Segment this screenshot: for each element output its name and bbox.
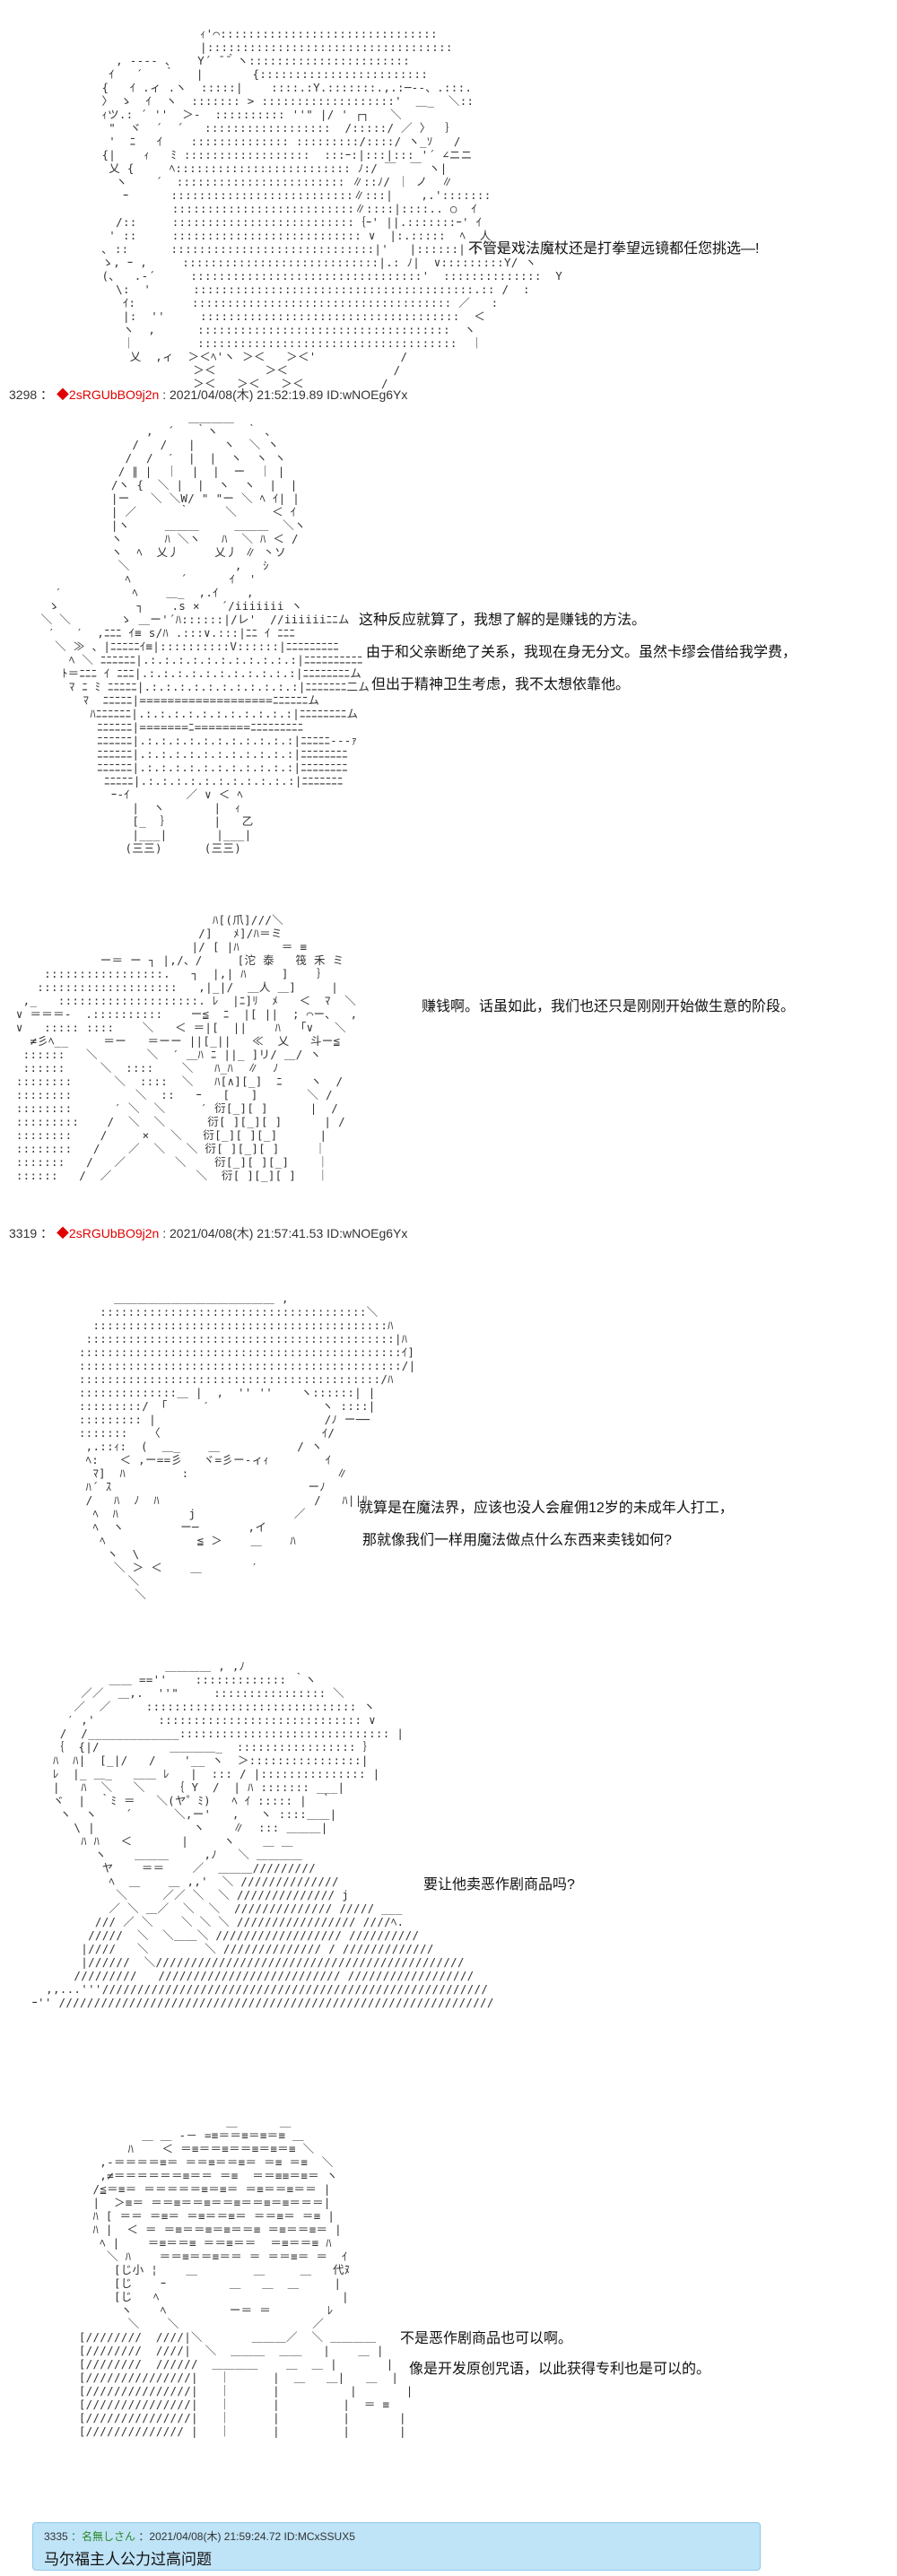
ascii-art-panel-5: ＿＿＿＿ , ,ﾉ ＿＿ =='' ::::::::::::: ｀ヽ ／／ ＿,… (31, 1659, 494, 2009)
post-header: 3319 ： ◆2sRGUbBO9j2n : 2021/04/08(木) 21:… (9, 1226, 408, 1240)
dialogue-line: 像是开发原创咒语，以此获得专利也是可以的。 (409, 2362, 711, 2377)
ascii-art-panel-4: ＿＿＿＿＿＿＿＿＿＿＿＿＿＿ , :::::::::::::::::::::::… (78, 1292, 416, 1601)
post-number: 3298 (9, 387, 38, 402)
dialogue-line: 那就像我们一样用魔法做点什么东西来卖钱如何? (362, 1533, 672, 1548)
dialogue-line: 赚钱啊。话虽如此，我们也还只是刚刚开始做生意的阶段。 (422, 999, 796, 1014)
dialogue-line: 要让他卖恶作剧商品吗? (423, 1877, 575, 1893)
dialogue-line: 但出于精神卫生考虑，我不太想依靠他。 (371, 677, 631, 692)
ascii-art-panel-6: ＿ ＿ ＿ ＿ -－ =≡＝＝≡＝≡＝≡ ＿ ﾊ ＜ ＝≡＝＝≡＝＝≡＝≡＝≡ … (78, 2115, 414, 2438)
ascii-art-panel-3: ﾊ[(爪]///＼ /] ﾒ]/ﾊ＝ミ |/ [ |ﾊ ＝ ≡ ー＝ ー ┐ |… (15, 913, 358, 1182)
reply-poster-name[interactable]: ：名無しさん (71, 2530, 136, 2543)
post-meta: : 2021/04/08(木) 21:52:19.89 ID:wNOEg6Yx (162, 387, 408, 402)
ascii-art-panel-1: ｨ'⌒::::::::::::::::::::::::::::::: |::::… (101, 27, 563, 390)
poster-name[interactable]: ◆2sRGUbBO9j2n (56, 1226, 160, 1240)
poster-name[interactable]: ◆2sRGUbBO9j2n (56, 387, 160, 402)
ascii-art-panel-2: ＿＿＿＿ , ´ ｀ヽ ｀ 、 / / | ヽ ＼ ヽ / / ′ | | ヽ … (40, 411, 370, 855)
post-header: 3298 ： ◆2sRGUbBO9j2n : 2021/04/08(木) 21:… (9, 387, 408, 402)
reply-header: 3335 ：名無しさん ：2021/04/08(木) 21:59:24.72 I… (44, 2528, 355, 2544)
reply-number: 3335 (44, 2530, 68, 2543)
dialogue-line: 就算是在魔法界，应该也没人会雇佣12岁的未成年人打工， (359, 1501, 734, 1516)
reply-text: 马尔福主人公力过高问题 (44, 2551, 212, 2568)
dialogue-line: 这种反应就算了，我想了解的是赚钱的方法。 (359, 613, 647, 628)
reply-box: 3335 ：名無しさん ：2021/04/08(木) 21:59:24.72 I… (32, 2522, 761, 2571)
post-meta: : 2021/04/08(木) 21:57:41.53 ID:wNOEg6Yx (162, 1226, 408, 1240)
dialogue-line: 由于和父亲断绝了关系，我现在身无分文。虽然卡缪会借给我学费， (366, 645, 797, 660)
post-number: 3319 (9, 1226, 38, 1240)
dialogue-line: 不是恶作剧商品也可以啊。 (400, 2331, 573, 2346)
dialogue-line: 不管是戏法魔杖还是打拳望远镜都任您挑选—! (468, 241, 760, 257)
reply-meta: ：2021/04/08(木) 21:59:24.72 ID:MCxSSUX5 (138, 2530, 355, 2543)
